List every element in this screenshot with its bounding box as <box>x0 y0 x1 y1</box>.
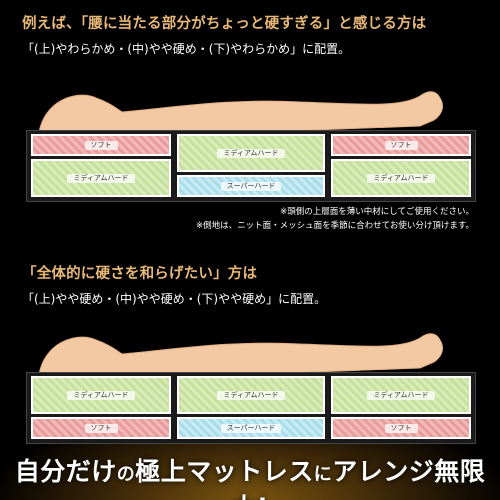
pad-right-bottom: ミディアムハード <box>331 159 471 197</box>
mattress-layout: ソフト ミディアムハード ミディアムハード スーパーハード ソフト ミディアムハ… <box>26 130 476 202</box>
section-subheading: 「(上)やや硬め・(中)やや硬め・(下)やや硬め」に配置。 <box>22 292 327 306</box>
mattress-layout: ミディアムハード ソフト ミディアムハード スーパーハード ミディアムハード ソ… <box>26 372 476 444</box>
pad-right-top: ソフト <box>331 134 471 156</box>
section-soft-center: 例えば、「腰に当たる部分がちょっと硬すぎる」と感じる方は 「(上)やわらかめ・(… <box>0 0 500 240</box>
pad-left-bottom: ソフト <box>31 417 171 439</box>
tagline-part: アレンジ無限大! <box>232 457 486 500</box>
section-heading: 例えば、「腰に当たる部分がちょっと硬すぎる」と感じる方は <box>22 16 427 32</box>
pad-mid-bottom: スーパーハード <box>177 175 325 197</box>
pad-mid-top: ミディアムハード <box>177 134 325 172</box>
pad-mid-top: ミディアムハード <box>177 376 325 414</box>
tagline-particle: に <box>313 464 333 485</box>
section-overall-soften: 「全体的に硬さを和らげたい」方は 「(上)やや硬め・(中)やや硬め・(下)やや硬… <box>0 250 500 444</box>
section-heading: 「全体的に硬さを和らげたい」方は <box>22 266 258 282</box>
tagline-particle: の <box>116 464 136 485</box>
pad-right-top: ミディアムハード <box>331 376 471 414</box>
pad-mid-bottom: スーパーハード <box>177 417 325 439</box>
section-subheading: 「(上)やわらかめ・(中)やや硬め・(下)やわらかめ」に配置。 <box>22 42 351 56</box>
note-1: ※頭側の上層面を薄い中材にしてご使用ください。 <box>280 207 474 217</box>
note-2: ※側地は、ニット面・メッシュ面を季節に合わせてお使い分け頂けます。 <box>195 221 474 231</box>
pad-left-top: ソフト <box>31 134 171 156</box>
tagline-part: 自分だけ <box>14 457 117 486</box>
footer-tagline: 自分だけの極上マットレスにアレンジ無限大! <box>0 452 500 500</box>
pad-right-bottom: ソフト <box>331 417 471 439</box>
tagline-part: 極上マットレス <box>135 457 314 486</box>
pad-left-top: ミディアムハード <box>31 376 171 414</box>
pad-left-bottom: ミディアムハード <box>31 159 171 197</box>
